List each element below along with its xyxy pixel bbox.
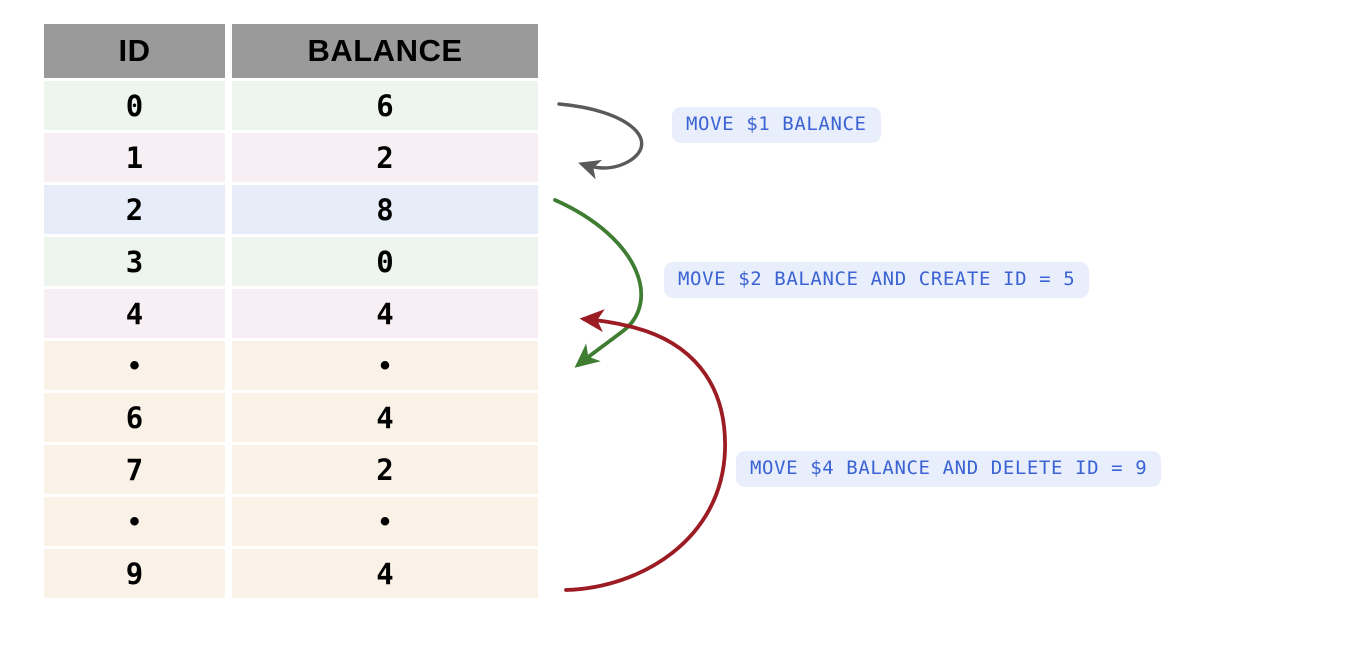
table-row: 6 4: [44, 393, 538, 442]
table-row: 1 2: [44, 133, 538, 182]
cell-id: 4: [44, 289, 225, 338]
balance-table: ID BALANCE 0 6 1 2 2 8 3 0 4 4 • • 6: [44, 24, 538, 601]
table-row: 7 2: [44, 445, 538, 494]
cell-id: 3: [44, 237, 225, 286]
arrow-move-2-balance-create: [553, 198, 644, 368]
cell-balance: •: [232, 341, 538, 390]
arrow-move-1-balance: [557, 102, 644, 180]
annotation-label-move-1: MOVE $1 BALANCE: [672, 107, 881, 143]
table-row: 3 0: [44, 237, 538, 286]
cell-balance: 2: [232, 133, 538, 182]
cell-balance: 2: [232, 445, 538, 494]
cell-balance: 4: [232, 289, 538, 338]
table-row: 2 8: [44, 185, 538, 234]
annotation-label-move-2: MOVE $2 BALANCE AND CREATE ID = 5: [664, 262, 1090, 298]
cell-id: •: [44, 497, 225, 546]
annotation-label-move-4: MOVE $4 BALANCE AND DELETE ID = 9: [736, 451, 1162, 487]
table-row: 4 4: [44, 289, 538, 338]
table-row: 0 6: [44, 81, 538, 130]
cell-balance: 6: [232, 81, 538, 130]
table-row-ellipsis: • •: [44, 497, 538, 546]
table-header-row: ID BALANCE: [44, 24, 538, 78]
table-row-ellipsis: • •: [44, 341, 538, 390]
cell-balance: 4: [232, 549, 538, 598]
cell-balance: •: [232, 497, 538, 546]
cell-balance: 4: [232, 393, 538, 442]
cell-id: 0: [44, 81, 225, 130]
cell-id: 2: [44, 185, 225, 234]
cell-balance: 8: [232, 185, 538, 234]
cell-id: 1: [44, 133, 225, 182]
column-header-id: ID: [44, 24, 225, 78]
column-header-balance: BALANCE: [232, 24, 538, 78]
cell-id: 6: [44, 393, 225, 442]
table-row: 9 4: [44, 549, 538, 598]
cell-id: 9: [44, 549, 225, 598]
cell-id: •: [44, 341, 225, 390]
cell-id: 7: [44, 445, 225, 494]
arrow-move-4-balance-delete: [564, 309, 727, 592]
cell-balance: 0: [232, 237, 538, 286]
